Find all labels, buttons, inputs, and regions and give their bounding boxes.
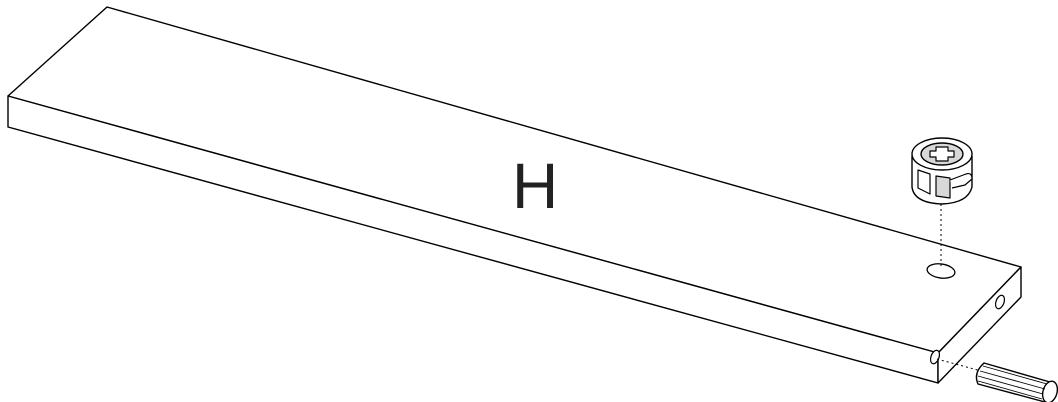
dowel-end: [1041, 380, 1058, 402]
cam-side-window: [917, 169, 931, 195]
dowel-hole-upper: [994, 294, 1006, 310]
cam-slot: [929, 146, 955, 162]
dowel-guide-line: [936, 358, 986, 373]
dowel-grooves: [977, 365, 1048, 400]
cam-lock-fitting: [911, 137, 973, 205]
wooden-dowel: [975, 362, 1058, 402]
cam-side-window-2: [935, 175, 951, 199]
dotted-assembly-guide: [936, 204, 986, 373]
cam-hole: [926, 263, 956, 279]
dowel-body: [975, 362, 1051, 402]
dowel-hole-lower: [929, 349, 941, 365]
cam-hook: [949, 172, 973, 189]
panel-label: H: [512, 150, 558, 222]
